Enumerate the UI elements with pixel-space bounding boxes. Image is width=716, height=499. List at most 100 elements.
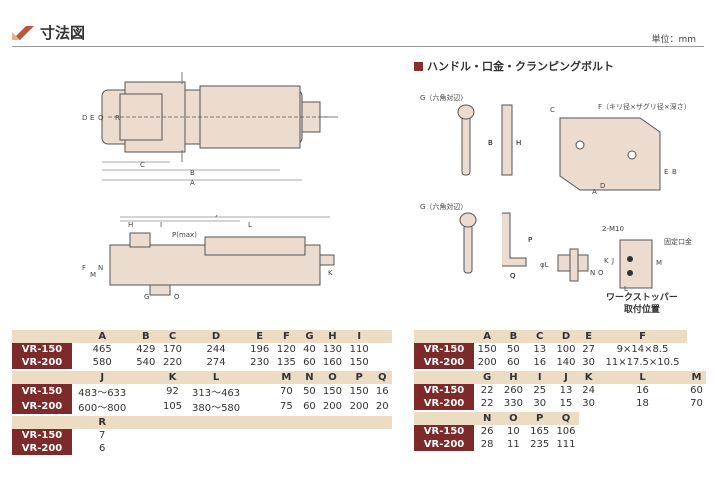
table-cell: 92 (166, 386, 179, 397)
vise-side-view: H J L I F M N K G O P(max) (82, 215, 335, 301)
dim-r-c: C (550, 106, 555, 114)
column-header: F (598, 330, 687, 343)
column-header (345, 416, 373, 429)
table-cell: 20 (375, 401, 389, 412)
table-cell: 70 (280, 386, 293, 397)
column-header: O (319, 371, 346, 384)
table-cell: 200 (477, 357, 497, 368)
table-cell: 11×17.5×10.5 (605, 357, 680, 368)
table-cell: 600〜800 (78, 403, 127, 414)
dim-r-k: K (604, 257, 609, 265)
dim-side-i: I (160, 221, 162, 229)
stopper-caption: ワークストッパー 取付位置 (606, 293, 678, 315)
column-header (246, 371, 274, 384)
jaw-drawing: C D A E B (550, 106, 677, 195)
dim-d: D (82, 114, 87, 122)
table-cell (373, 343, 392, 356)
dim-r-a: A (592, 188, 597, 195)
table-cell: 313〜463 (191, 388, 241, 399)
column-header: C (159, 330, 186, 343)
table-cell: 230 (250, 357, 270, 368)
column-header: R (72, 416, 133, 429)
table-cell: 196 (250, 344, 270, 355)
table-cell (246, 442, 273, 455)
bolt-stopper-drawing: φL N O K J L M (540, 239, 662, 293)
dim-r-p: P (528, 236, 532, 244)
dim-c: C (140, 161, 145, 169)
table-cell (132, 429, 159, 442)
column-header (159, 416, 186, 429)
table-cell: 429 (136, 344, 156, 355)
table-cell (373, 442, 392, 455)
model-label: VR-200 (414, 397, 474, 410)
dim-r-h: H (516, 139, 521, 147)
column-header: Q (372, 371, 392, 384)
column-header: H (500, 371, 527, 384)
table-cell: 26 (480, 426, 494, 437)
column-header: K (159, 371, 186, 384)
table-cell: 105 (162, 401, 183, 412)
table-cell (186, 429, 246, 442)
column-header: L (598, 371, 687, 384)
table-cell: 7 (99, 430, 106, 441)
table-cell (273, 442, 300, 455)
table-cell (300, 429, 319, 442)
column-header: B (500, 330, 527, 343)
table-cell: 380〜580 (191, 403, 241, 414)
fixed-jaw-label: 固定口金 (664, 238, 692, 246)
table-cell (246, 429, 273, 442)
column-header (414, 412, 474, 425)
column-header: H (319, 330, 346, 343)
dim-side-j: J (215, 215, 218, 217)
dim-r-m: M (656, 259, 662, 267)
column-header: D (552, 330, 580, 343)
dim-side-o: O (174, 293, 180, 301)
table-cell: 75 (280, 401, 293, 412)
model-label: VR-150 (414, 384, 474, 397)
table-cell (319, 429, 346, 442)
dim-r-o: O (598, 269, 604, 277)
table-cell: 9×14×8.5 (616, 344, 669, 355)
column-header: B (132, 330, 160, 343)
table-cell: 16 (636, 385, 649, 396)
table-row: VR-150 7 (12, 429, 392, 442)
model-label: VR-200 (414, 356, 474, 369)
column-header: I (345, 330, 373, 343)
column-header (12, 330, 72, 343)
table-cell: 165 (530, 426, 550, 437)
table-cell: 50 (303, 386, 316, 397)
model-label: VR-150 (12, 429, 72, 442)
table-cell: 100 (556, 344, 576, 355)
table-cell (159, 442, 186, 455)
header-divider (12, 46, 704, 47)
table-cell: 274 (206, 357, 226, 368)
column-header: C (526, 330, 553, 343)
dim-e: E (90, 114, 94, 122)
column-header: M (273, 371, 300, 384)
column-header: P (526, 412, 553, 425)
table-cell: 16 (533, 357, 547, 368)
table-cell: 6 (99, 443, 106, 454)
table-cell (346, 442, 373, 455)
table-cell: 540 (136, 357, 156, 368)
dim-r-n: N (590, 269, 595, 277)
page-title: 寸法図 (40, 24, 86, 42)
dim-side-g: G (144, 293, 149, 301)
table-cell: 22 (480, 398, 494, 409)
column-header (372, 416, 392, 429)
column-header (299, 416, 320, 429)
dim-side-h: H (128, 221, 133, 229)
table-cell: 70 (690, 398, 703, 409)
dim-side-n: N (98, 264, 103, 272)
column-header: E (579, 330, 599, 343)
column-header (273, 416, 300, 429)
dim-r-b2: B (672, 168, 677, 176)
dim-r: R (115, 114, 120, 122)
table-cell: 140 (556, 357, 576, 368)
